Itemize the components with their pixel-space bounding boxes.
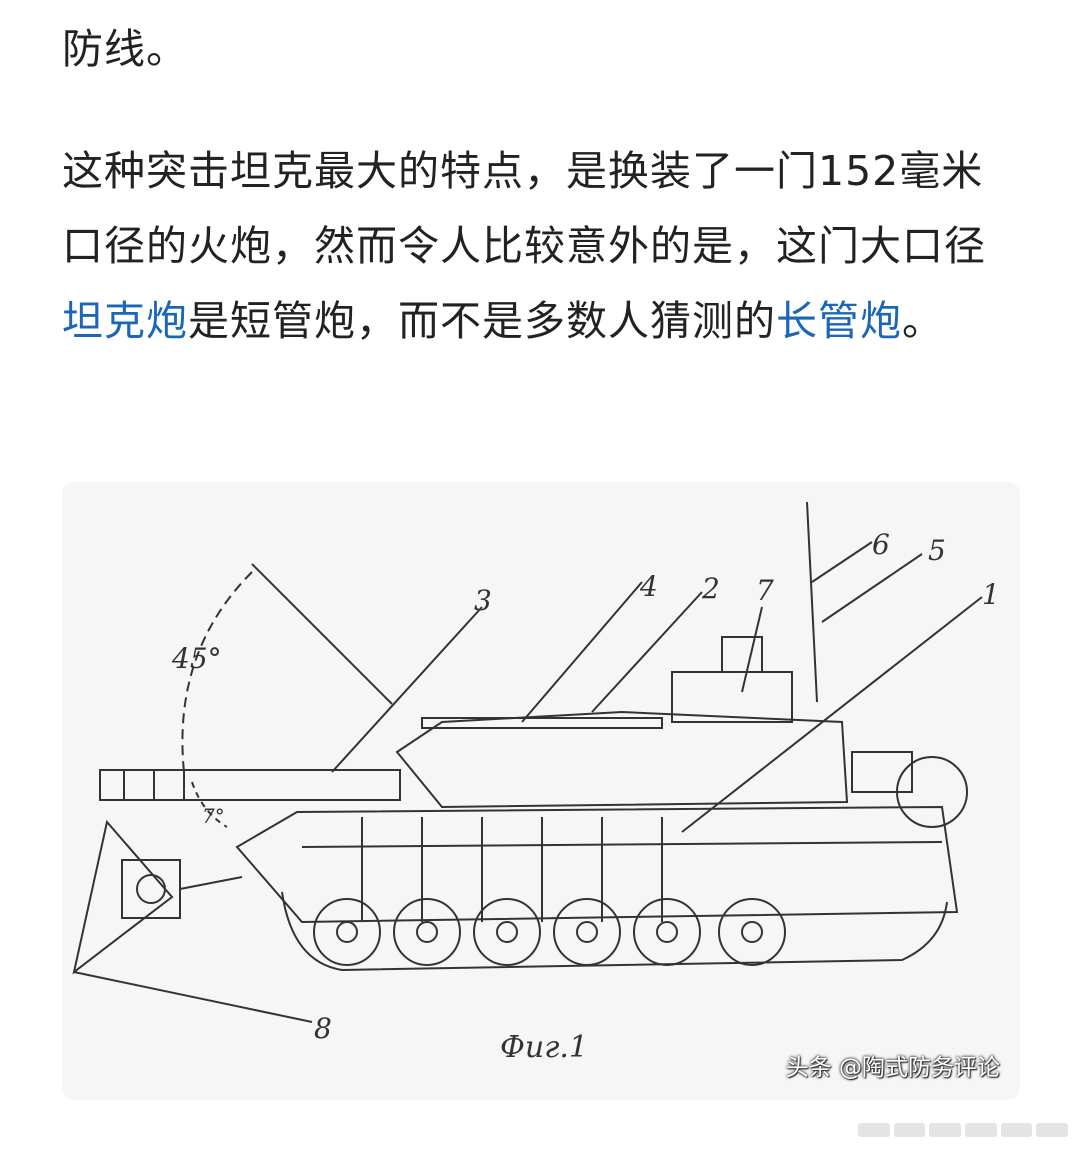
callout-6: 6	[872, 528, 890, 561]
indicator-segment	[929, 1123, 962, 1137]
indicator-segment	[893, 1123, 926, 1137]
callout-8: 8	[314, 1012, 332, 1045]
link-tank-gun[interactable]: 坦克炮	[62, 297, 188, 345]
callout-4: 4	[640, 570, 658, 603]
indicator-segment	[1036, 1123, 1069, 1137]
callout-2: 2	[702, 572, 720, 605]
secondary-gun	[421, 717, 663, 729]
paragraph-2-text-b: 是短管炮，而不是多数人猜测的	[188, 297, 776, 345]
paragraph-2-text-a: 这种突击坦克最大的特点，是换装了一门152毫米口径的火炮，然而令人比较意外的是，…	[62, 147, 986, 270]
paragraph-2: 这种突击坦克最大的特点，是换装了一门152毫米口径的火炮，然而令人比较意外的是，…	[62, 134, 1022, 359]
callout-1: 1	[982, 578, 1000, 611]
turret	[395, 710, 849, 809]
link-long-barrel-gun[interactable]: 长管炮	[776, 297, 902, 345]
road-wheel	[313, 898, 381, 966]
tank-drawing	[72, 501, 983, 1023]
elevation-line	[251, 563, 393, 705]
watermark: 头条 @陶式防务评论	[785, 1055, 1000, 1081]
paragraph-1-text: 防线。	[62, 25, 188, 73]
hull	[235, 805, 959, 924]
callout-7: 7	[756, 574, 774, 607]
indicator-segment	[965, 1123, 997, 1137]
paragraph-1: 防线。	[62, 12, 188, 87]
indicator-segment	[858, 1123, 890, 1137]
small-angle-label: 7°	[202, 804, 225, 828]
antenna	[806, 501, 818, 703]
main-gun-barrel	[99, 769, 401, 801]
callout-3: 3	[474, 584, 492, 617]
callout-5: 5	[928, 534, 946, 567]
indicator-segment	[1000, 1123, 1033, 1137]
tank-patent-figure[interactable]: 45° 7° 1 2 3 4 5 6 7 8 Фиг.1 头条 @陶式防务评论	[62, 482, 1020, 1100]
image-pagination-indicator	[858, 1120, 1069, 1140]
paragraph-2-text-c: 。	[902, 297, 944, 345]
angle-label: 45°	[172, 642, 222, 675]
figure-caption: Фиг.1	[500, 1030, 589, 1065]
track	[281, 891, 948, 972]
